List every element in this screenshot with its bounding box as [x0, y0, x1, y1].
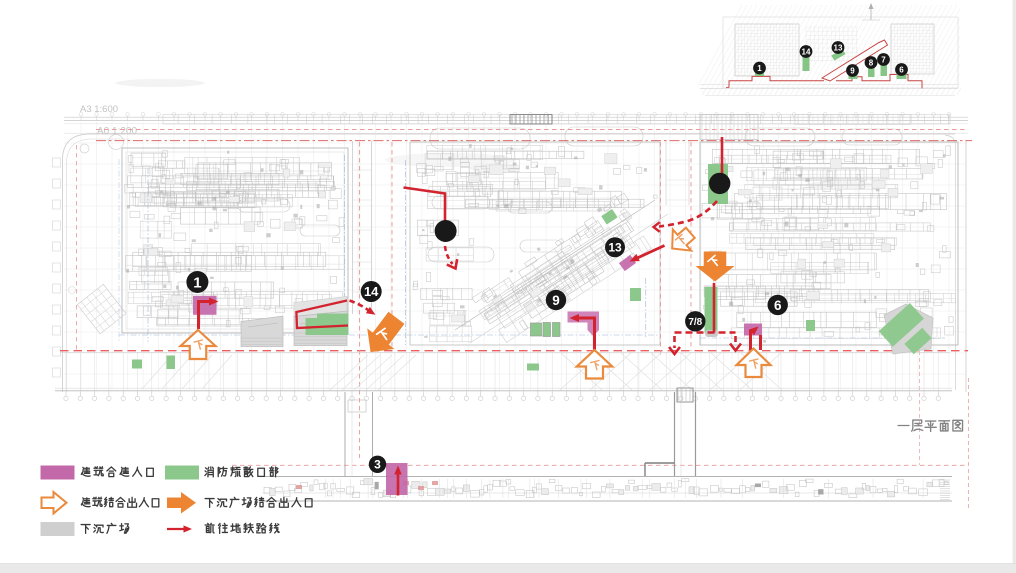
- svg-text:7/8: 7/8: [688, 317, 702, 328]
- svg-text:3: 3: [374, 458, 381, 472]
- svg-text:7: 7: [881, 55, 886, 64]
- svg-text:A3 1:600: A3 1:600: [80, 104, 118, 115]
- svg-text:9: 9: [850, 66, 855, 75]
- svg-text:14: 14: [802, 47, 811, 56]
- svg-text:8: 8: [869, 58, 874, 67]
- svg-text:6: 6: [899, 65, 904, 74]
- svg-text:A0 1:200: A0 1:200: [97, 126, 137, 137]
- svg-text:14: 14: [364, 284, 379, 299]
- svg-text:13: 13: [834, 43, 843, 52]
- svg-text:6: 6: [774, 298, 782, 313]
- svg-text:9: 9: [552, 293, 560, 308]
- svg-text:1: 1: [193, 274, 201, 291]
- svg-text:1: 1: [757, 64, 762, 73]
- svg-text:13: 13: [608, 241, 622, 255]
